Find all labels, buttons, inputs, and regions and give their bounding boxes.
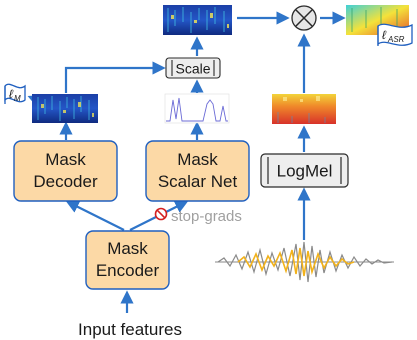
logmel-op: LogMel [260, 153, 349, 188]
mask-spectrogram [32, 94, 98, 123]
stop-grads-label: stop-grads [171, 208, 242, 225]
mask-loss-flag: ℓ M [4, 83, 26, 104]
asr-loss-symbol: ℓ [382, 28, 387, 42]
arrow-encoder-to-decoder [65, 200, 125, 231]
flag-icon [377, 23, 413, 46]
mask-encoder-block: Mask Encoder [85, 230, 170, 290]
mask-loss-symbol: ℓ [9, 87, 14, 101]
logmel-spectrogram [272, 94, 336, 124]
scaled-mask-spectrogram [163, 5, 232, 35]
flag-icon [4, 83, 26, 104]
mask-scalar-net-line2: Scalar Net [158, 172, 238, 191]
mask-decoder-block: Mask Decoder [13, 140, 118, 202]
mask-loss-subscript: M [14, 94, 21, 103]
mask-scalar-net-line1: Mask [177, 150, 218, 169]
asr-loss-subscript: ASR [387, 35, 405, 44]
circle-times-icon [291, 5, 317, 31]
mask-encoder-line1: Mask [107, 239, 148, 258]
mask-decoder-line2: Decoder [33, 172, 98, 191]
mask-scalar-net-block: Mask Scalar Net [145, 140, 250, 202]
mask-decoder-line1: Mask [45, 150, 86, 169]
input-features-label: Input features [78, 320, 182, 339]
arrow-mask-to-scale [64, 61, 166, 93]
waveform-image [215, 241, 394, 283]
logmel-label: LogMel [277, 162, 333, 181]
no-entry-icon [154, 207, 168, 221]
asr-loss-flag: ℓ ASR [377, 23, 413, 46]
mask-encoder-line2: Encoder [96, 261, 160, 280]
scale-label: Scale [175, 61, 210, 77]
scalar-curve-image [164, 93, 230, 124]
scale-op: Scale [165, 57, 221, 79]
